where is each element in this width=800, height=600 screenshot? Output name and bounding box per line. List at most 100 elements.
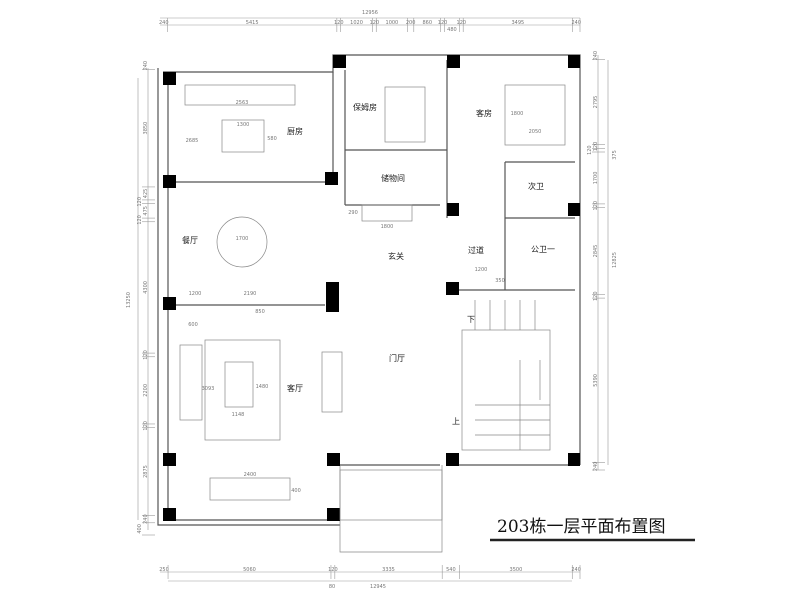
dim-left-segment: 2200 — [143, 384, 149, 397]
dim-top-segment: 5415 — [246, 20, 259, 26]
dim-right-segment: 120 — [593, 142, 599, 152]
stairs — [474, 300, 550, 450]
dim-left-segment: 475 — [143, 206, 149, 216]
room-labels: 厨房 保姆房 客房 储物间 次卫 餐厅 玄关 过道 公卫一 客厅 门厅 下 上 — [182, 102, 555, 426]
dim-guest-bed-w: 2050 — [529, 129, 542, 135]
dim-top-segment: 1000 — [386, 20, 399, 26]
dim-left-total: 13250 — [126, 292, 132, 308]
tv-cabinet — [321, 351, 343, 413]
dim-right-segment: 2845 — [593, 245, 599, 258]
dim-island-w: 1300 — [237, 122, 250, 128]
dim-top-segment: 120 — [438, 20, 448, 26]
dim-right-segment: 240 — [593, 462, 599, 472]
structural-columns — [163, 55, 580, 521]
dim-tv-depth: 400 — [291, 488, 301, 494]
dim-bottom-segment: 3335 — [382, 567, 395, 573]
dim-top-total: 12956 — [362, 10, 378, 16]
sofa — [179, 344, 203, 421]
dim-right-segment: 120 — [587, 145, 593, 155]
room-second-bath: 次卫 — [528, 181, 544, 191]
dim-top-segment: 240 — [571, 20, 581, 26]
dim-left-segment: 120 — [137, 197, 143, 207]
dim-bottom-extra: 80 — [329, 584, 335, 590]
foyer-cabinet — [361, 204, 413, 222]
dim-guest-bed-h: 1800 — [511, 111, 524, 117]
dim-left-segment: 2875 — [143, 465, 149, 478]
dim-rug-w: 1148 — [232, 412, 245, 418]
living-rug-area — [204, 339, 281, 441]
dimension-chains: 12956 12945 80 13250 12825 375 240 5415 12… — [126, 10, 618, 590]
drawing-title: 203栋一层平面布置图 — [497, 517, 665, 537]
room-entrance-hall: 门厅 — [389, 353, 405, 363]
room-kitchen: 厨房 — [287, 126, 303, 136]
dim-left-segment: 120 — [143, 421, 149, 431]
dim-bottom-segment: 240 — [571, 567, 581, 573]
walls — [157, 54, 581, 553]
dim-right-segment: 1700 — [593, 172, 599, 185]
room-storage: 储物间 — [381, 173, 405, 183]
dim-right-total: 12825 — [612, 252, 618, 268]
dim-foyer-cabinet: 1800 — [381, 224, 394, 230]
dim-dining-strip: 1200 — [189, 291, 202, 297]
dim-sofa: 3093 — [202, 386, 215, 392]
room-foyer: 玄关 — [388, 251, 404, 261]
dim-right-segment: 2795 — [593, 96, 599, 109]
dim-rug-h: 1480 — [256, 384, 269, 390]
dim-chair: 850 — [255, 309, 265, 315]
dim-right-segment: 120 — [593, 291, 599, 301]
guest-bed — [504, 84, 566, 146]
dim-left-segment: 120 — [143, 350, 149, 360]
dining-table — [216, 216, 268, 268]
dim-side-table: 600 — [188, 322, 198, 328]
dim-bottom-segment: 5060 — [243, 567, 256, 573]
dim-right-sub: 375 — [612, 150, 618, 160]
dim-left-segment: 4300 — [143, 281, 149, 294]
room-living: 客厅 — [287, 383, 303, 393]
dim-left-segment: 240 — [143, 514, 149, 524]
dim-dining-strip2: 2190 — [244, 291, 257, 297]
room-corridor: 过道 — [468, 245, 484, 255]
coffee-table — [224, 361, 254, 408]
dim-right-segment: 5390 — [593, 374, 599, 387]
dim-corridor-cab: 1200 — [475, 267, 488, 273]
dim-right-segment: 240 — [593, 51, 599, 61]
dim-kitchen-side: 2685 — [186, 138, 199, 144]
dim-left-segment: 120 — [137, 215, 143, 225]
dim-bottom-total: 12945 — [370, 584, 386, 590]
dim-top-segment: 1020 — [350, 20, 363, 26]
dim-left-segment: 3850 — [143, 122, 149, 135]
dim-tv: 2400 — [244, 472, 257, 478]
room-dining: 餐厅 — [182, 236, 198, 245]
dim-top-segment: 860 — [422, 20, 432, 26]
dim-corridor-cab-d: 350 — [495, 278, 505, 284]
dim-top-segment: 120 — [370, 20, 380, 26]
dim-top-segment: 3495 — [511, 20, 524, 26]
room-nanny: 保姆房 — [353, 102, 377, 112]
dim-sink-counter: 2563 — [236, 100, 249, 106]
dim-left-segment: 425 — [143, 189, 149, 199]
dim-foyer-depth: 290 — [348, 210, 358, 216]
dim-bottom-segment: 250 — [159, 567, 169, 573]
dim-right-segment: 120 — [593, 201, 599, 211]
nanny-bed — [384, 86, 426, 143]
furniture-dimensions: 2563 1300 580 2685 1700 1200 2190 850 60… — [186, 100, 542, 494]
entrance-door — [339, 469, 443, 521]
dim-dining-table: 1700 — [236, 236, 249, 242]
stair-up-label: 上 — [452, 417, 460, 426]
room-public-bath: 公卫一 — [531, 245, 555, 254]
kitchen-counter — [184, 84, 296, 106]
dim-top-segment: 480 — [447, 27, 457, 33]
dim-top-segment: 120 — [334, 20, 344, 26]
tv-console — [209, 477, 291, 501]
dim-top-segment: 200 — [406, 20, 416, 26]
dim-top-segment: 240 — [159, 20, 169, 26]
dim-bottom-segment: 540 — [446, 567, 456, 573]
dim-left-segment: 240 — [143, 61, 149, 71]
room-guest: 客房 — [476, 108, 492, 118]
dim-left-segment: 400 — [137, 524, 143, 534]
dim-bottom-segment: 120 — [328, 567, 338, 573]
furniture — [179, 84, 566, 521]
dim-island-h: 580 — [267, 136, 277, 142]
stair-down-label: 下 — [467, 315, 475, 324]
